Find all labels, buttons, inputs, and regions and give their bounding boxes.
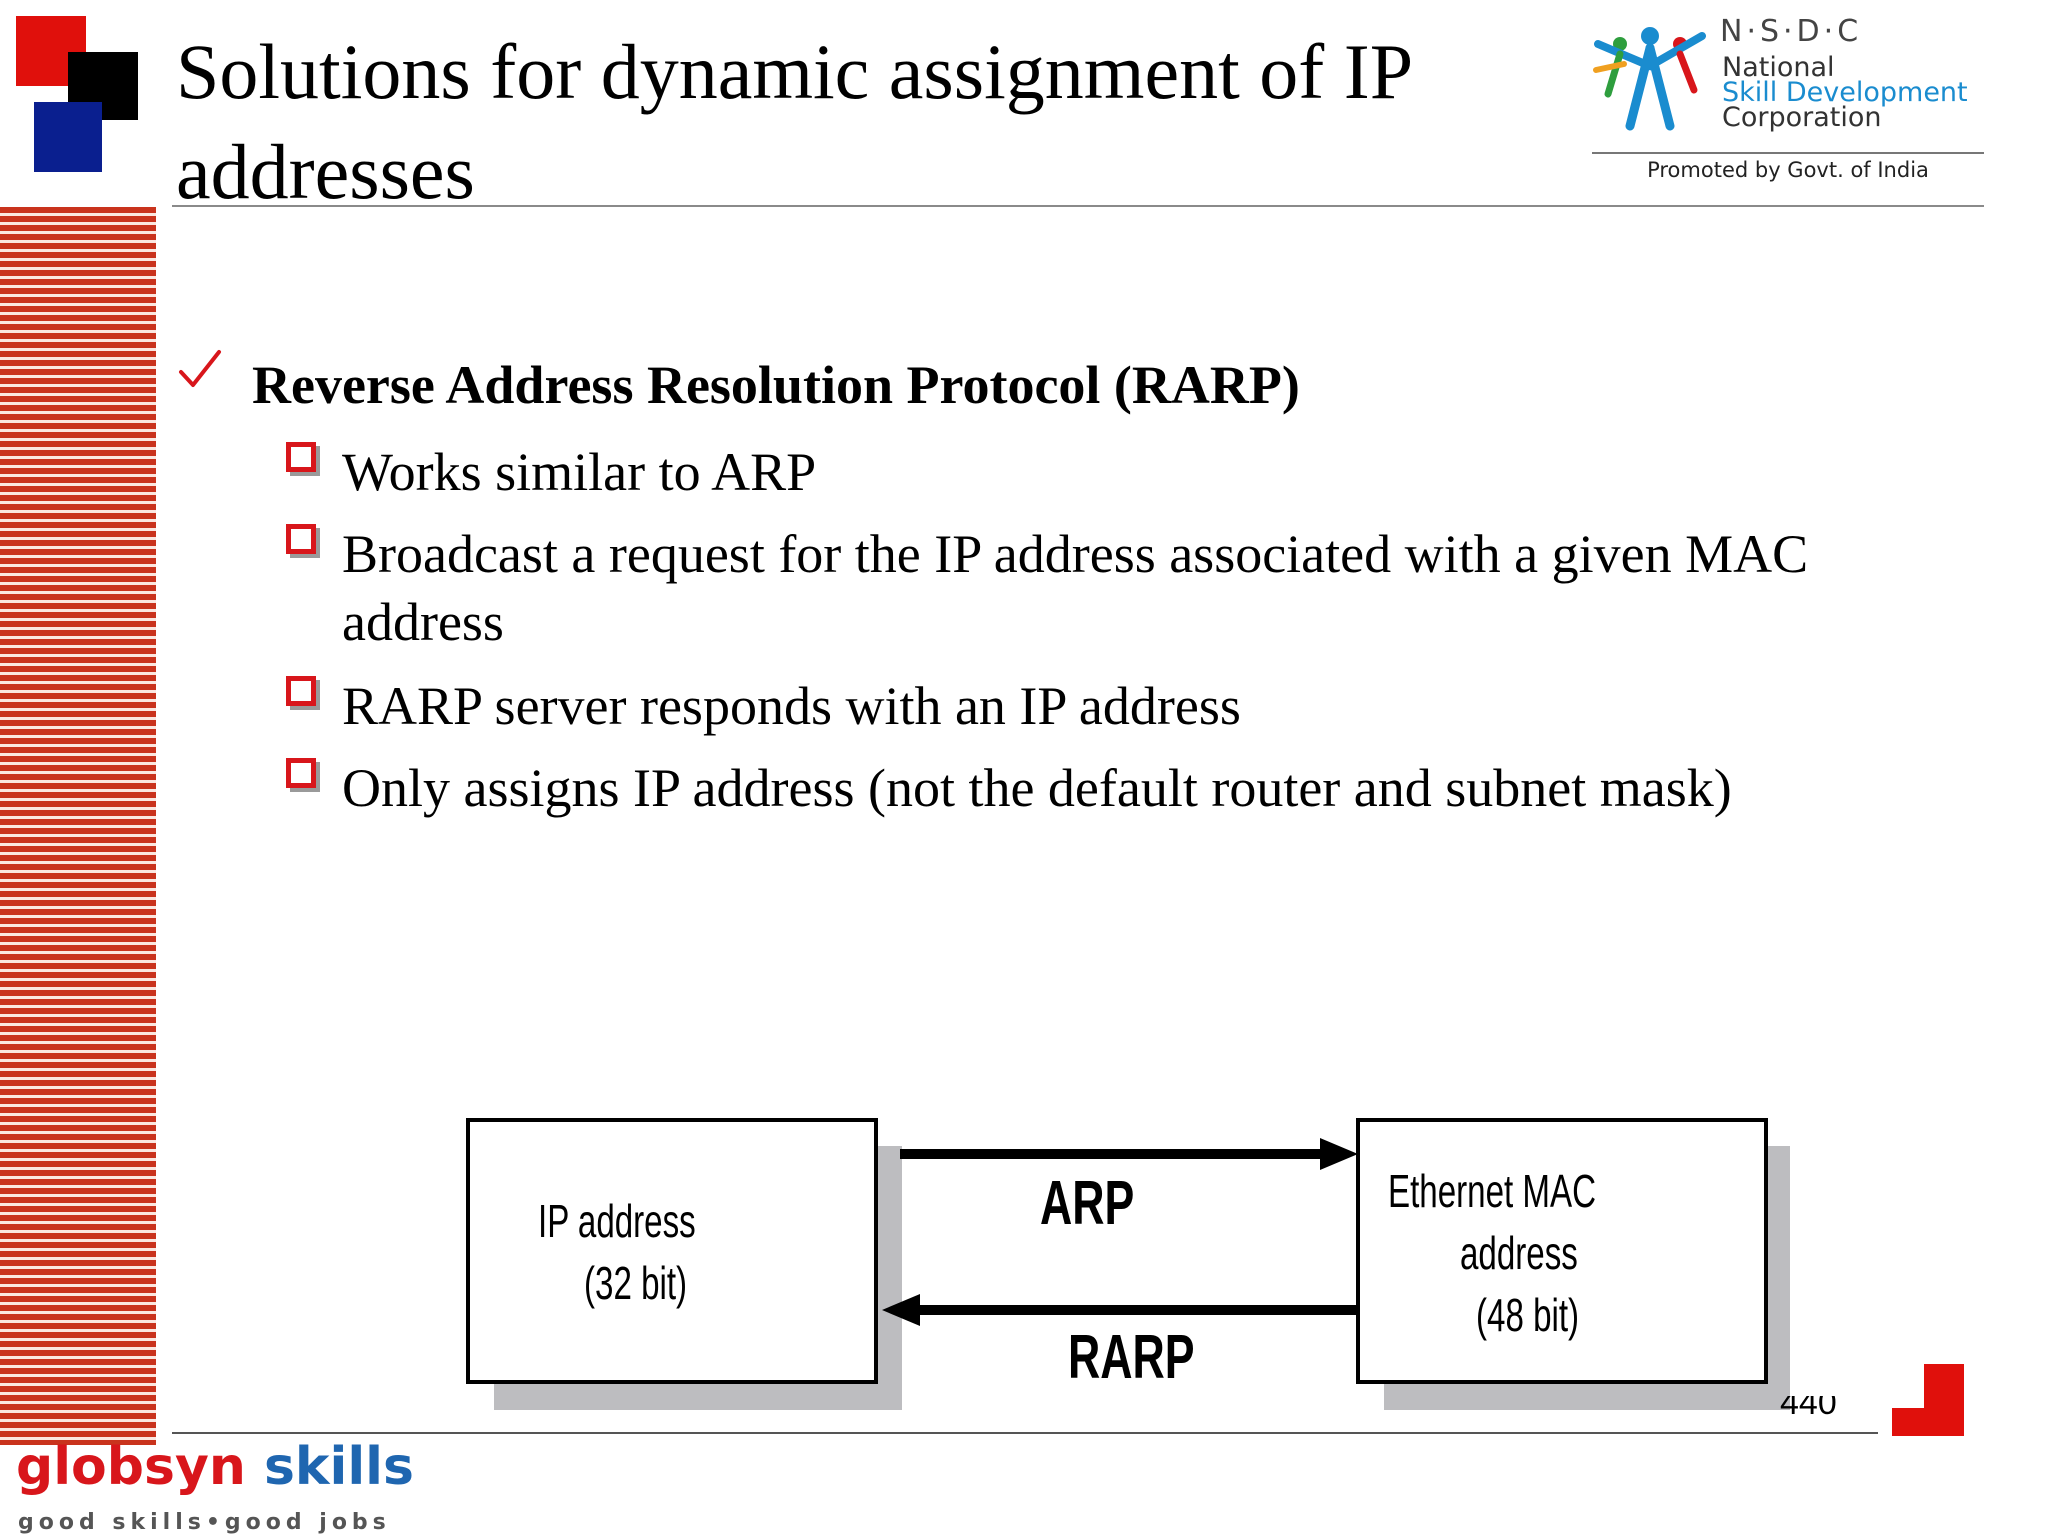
- logo-line-corporation: Corporation: [1722, 102, 1882, 133]
- logo-abbreviation: N·S·D·C: [1720, 14, 1863, 49]
- mac-box-label-line3: (48 bit): [1476, 1289, 1580, 1341]
- logo-divider: [1592, 152, 1984, 154]
- check-icon: [179, 350, 221, 387]
- brand-part-globsyn: globsyn: [16, 1437, 246, 1497]
- logo-line-skill-development: Skill Development: [1722, 77, 1968, 108]
- decor-blue-square: [34, 102, 102, 172]
- sub-bullet-text: Broadcast a request for the IP address a…: [342, 524, 1809, 652]
- nsdc-logo-icon: [1593, 27, 1706, 131]
- ip-address-box: [466, 1118, 878, 1384]
- arp-arrow: [900, 1138, 1358, 1170]
- brand-tagline: good skills•good jobs: [18, 1510, 391, 1535]
- arrows-diagram: [882, 1138, 1358, 1326]
- mac-box-label-line1: Ethernet MAC: [1388, 1165, 1597, 1217]
- decor-striped-bar: [0, 207, 156, 1445]
- checkbox-bullet-icon: [286, 524, 316, 554]
- ip-box-label-line1: IP address: [538, 1195, 696, 1247]
- decor-red-corner: [1892, 1364, 1964, 1436]
- checkbox-bullet-icon: [286, 758, 316, 788]
- rarp-arrow: [882, 1294, 1358, 1326]
- title-divider: [172, 205, 1984, 207]
- sub-bullet-text: RARP server responds with an IP address: [342, 676, 1241, 736]
- footer-divider: [172, 1432, 1878, 1434]
- globsyn-logo: globsyn skills: [16, 1436, 414, 1498]
- sub-bullet-text: Only assigns IP address (not the default…: [342, 758, 1732, 818]
- slide-title: Solutions for dynamic assignment of IP a…: [176, 28, 1411, 215]
- sub-bullet-text: Works similar to ARP: [342, 442, 817, 502]
- ip-box-label-line2: (32 bit): [584, 1257, 688, 1309]
- arp-label: ARP: [1040, 1169, 1135, 1238]
- rarp-label: RARP: [1068, 1323, 1195, 1392]
- brand-part-skills: skills: [263, 1437, 414, 1497]
- logo-line-national: National: [1722, 52, 1835, 83]
- checkbox-bullet-icon: [286, 676, 316, 706]
- logo-promoted-text: Promoted by Govt. of India: [1647, 158, 1929, 182]
- checkbox-bullet-icon: [286, 442, 316, 472]
- page-number: 440: [1780, 1396, 1837, 1418]
- main-bullet: Reverse Address Resolution Protocol (RAR…: [252, 355, 1300, 415]
- mac-address-box: [1356, 1118, 1768, 1384]
- mac-box-label-line2: address: [1460, 1227, 1578, 1279]
